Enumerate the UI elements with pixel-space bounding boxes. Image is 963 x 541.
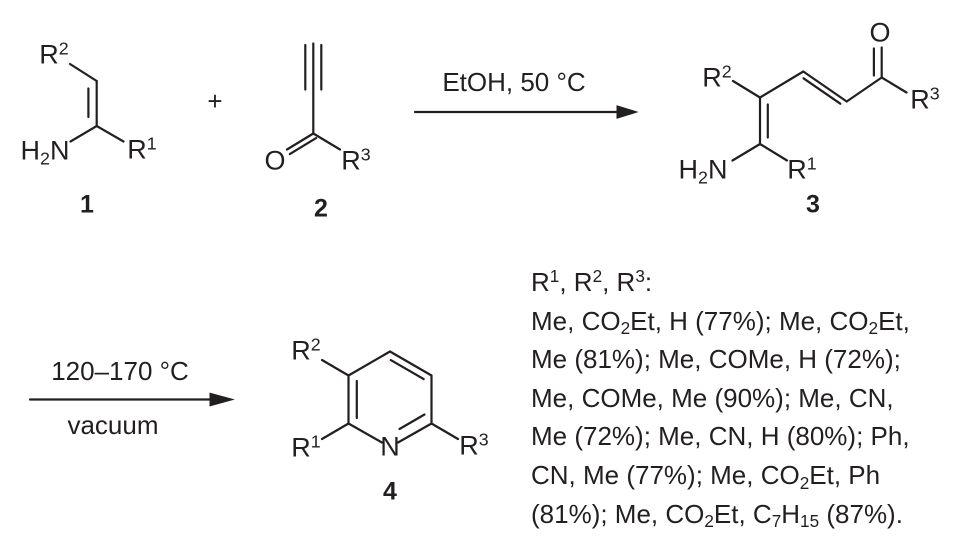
substituent-line: Me, CO2Et, H (77%); Me, CO2Et, (531, 305, 910, 339)
compound4-skeleton (320, 350, 460, 444)
c3-bond-r3 (880, 76, 908, 94)
c4-bond-r1 (320, 422, 350, 441)
c1-r2-label: R2 (39, 38, 69, 70)
c3-bond-nh2 (731, 142, 762, 162)
c1-bond-nh2 (69, 124, 98, 143)
substituent-line: R1, R2, R3: (531, 266, 653, 297)
c3-bond-r2 (731, 79, 762, 99)
c4-r1-label: R1 (291, 431, 321, 463)
substituent-line: CN, Me (77%); Me, CO2Et, Ph (531, 459, 881, 493)
c2-carbonyl-main (285, 132, 315, 151)
substituent-line: Me (72%); Me, CN, H (80%); Ph, (531, 421, 910, 452)
c3-number: 3 (806, 190, 820, 219)
c4-n-label: N (380, 431, 400, 462)
c4-ring-c4c5 (388, 350, 433, 377)
c3-bond-b-carbonyl (845, 76, 883, 103)
substituent-list: R1, R2, R3: Me, CO2Et, H (77%); Me, CO2E… (531, 263, 910, 533)
c4-number: 4 (383, 477, 397, 506)
c3-o-label: O (869, 17, 891, 48)
arrow2-condition-bottom: vacuum (67, 410, 159, 440)
c4-bond-r2 (320, 358, 350, 377)
substituent-line: Me (81%); Me, COMe, H (72%); (531, 344, 901, 375)
reaction-arrow-2 (28, 392, 235, 407)
c4-ring-c3c4 (347, 350, 392, 377)
compound2-skeleton (285, 42, 342, 156)
c4-ring-c6n (396, 422, 433, 444)
c3-alkene-inner (802, 77, 842, 105)
c1-number: 1 (80, 190, 94, 219)
c2-bond-r3 (312, 132, 342, 151)
c3-alkene-main (802, 70, 848, 103)
substituent-line: Me, COMe, Me (90%); Me, CN, (531, 382, 894, 413)
c4-bond-r3 (430, 422, 460, 441)
c4-r3-label: R3 (459, 429, 489, 461)
c1-h2n-label: H2N (20, 135, 70, 169)
reaction-arrow-1 (413, 105, 639, 119)
compound3-skeleton (731, 46, 908, 162)
plus-sign: + (207, 86, 223, 116)
c4-ring-nc2 (347, 422, 384, 444)
c2-r3-label: R3 (341, 144, 371, 176)
compound1-skeleton (68, 62, 125, 143)
c1-r1-label: R1 (127, 133, 157, 165)
arrow2-condition-top: 120–170 °C (51, 356, 189, 386)
arrow1-head (616, 105, 639, 119)
c1-bond-r1 (95, 124, 125, 143)
c3-r2-label: R2 (702, 61, 732, 93)
c3-r3-label: R3 (910, 83, 940, 115)
c4-ring-c6n-inner (398, 413, 426, 431)
arrow1-condition: EtOH, 50 °C (442, 67, 586, 97)
c3-h2n-label: H2N (678, 154, 728, 188)
c3-bond-c4-a (758, 70, 805, 99)
c2-carbonyl-second (288, 137, 318, 156)
c4-r2-label: R2 (291, 334, 321, 366)
c2-o-label: O (264, 145, 286, 176)
substituent-line: (81%); Me, CO2Et, C7H15 (87%). (531, 498, 903, 532)
c2-number: 2 (314, 194, 328, 223)
c1-bond-r2 (68, 62, 98, 83)
c3-r1-label: R1 (787, 153, 817, 185)
arrow2-head (209, 392, 235, 407)
c4-ring-c4c5-inner (389, 359, 425, 381)
c3-bond-r1 (758, 142, 789, 162)
